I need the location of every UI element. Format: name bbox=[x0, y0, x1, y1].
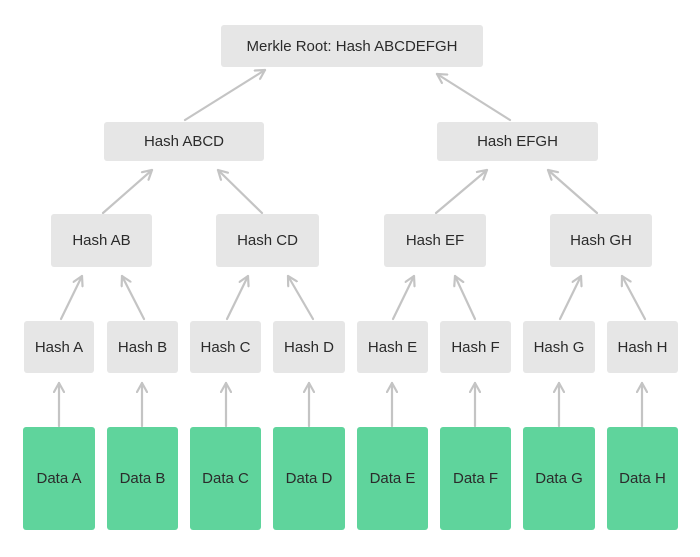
hash-c-label: Hash C bbox=[200, 338, 251, 356]
data-h-block: Data H bbox=[607, 427, 678, 530]
arrow-ab-to-abcd bbox=[101, 168, 154, 215]
arrow-gh-to-efgh bbox=[546, 168, 599, 215]
data-g-block: Data G bbox=[523, 427, 595, 530]
hash-a-label: Hash A bbox=[34, 338, 84, 356]
hash-ef-label: Hash EF bbox=[405, 232, 465, 249]
hash-efgh-node: Hash EFGH bbox=[437, 122, 598, 161]
data-e-block: Data E bbox=[357, 427, 428, 530]
data-c-label: Data C bbox=[202, 470, 249, 487]
hash-ab-node: Hash AB bbox=[51, 214, 152, 267]
data-c-block: Data C bbox=[190, 427, 261, 530]
arrow-f-to-ef bbox=[455, 274, 477, 321]
hash-g-label: Hash G bbox=[533, 338, 585, 356]
arrow-ef-to-efgh bbox=[434, 168, 489, 215]
hash-c-node: Hash C bbox=[190, 321, 261, 373]
data-b-label: Data B bbox=[119, 470, 166, 487]
arrow-e-to-ef bbox=[391, 274, 414, 321]
arrow-efgh-to-root bbox=[435, 72, 512, 122]
data-d-block: Data D bbox=[273, 427, 345, 530]
data-d-label: Data D bbox=[285, 470, 333, 487]
arrow-cd-to-abcd bbox=[216, 168, 264, 215]
hash-h-node: Hash H bbox=[607, 321, 678, 373]
data-b-block: Data B bbox=[107, 427, 178, 530]
data-f-label: Data F bbox=[452, 470, 498, 487]
arrow-h-to-gh bbox=[622, 274, 647, 321]
data-f-block: Data F bbox=[440, 427, 511, 530]
hash-a-node: Hash A bbox=[24, 321, 94, 373]
hash-efgh-label: Hash EFGH bbox=[477, 133, 558, 150]
hash-gh-node: Hash GH bbox=[550, 214, 652, 267]
hash-ab-label: Hash AB bbox=[72, 232, 131, 249]
data-a-block: Data A bbox=[23, 427, 95, 530]
arrow-c-to-cd bbox=[225, 274, 248, 321]
merkle-root-node: Merkle Root: Hash ABCDEFGH bbox=[221, 25, 483, 67]
hash-f-node: Hash F bbox=[440, 321, 511, 373]
merkle-root-label: Merkle Root: Hash ABCDEFGH bbox=[246, 37, 458, 55]
arrow-g-to-gh bbox=[558, 274, 581, 321]
hash-h-label: Hash H bbox=[617, 338, 668, 356]
hash-abcd-label: Hash ABCD bbox=[143, 133, 225, 150]
arrow-d-to-cd bbox=[286, 274, 315, 321]
hash-b-node: Hash B bbox=[107, 321, 178, 373]
hash-d-node: Hash D bbox=[273, 321, 345, 373]
hash-b-label: Hash B bbox=[117, 338, 168, 356]
data-h-label: Data H bbox=[619, 470, 666, 487]
hash-d-label: Hash D bbox=[283, 338, 335, 356]
arrow-abcd-to-root bbox=[183, 68, 267, 122]
hash-g-node: Hash G bbox=[523, 321, 595, 373]
data-g-label: Data G bbox=[535, 470, 583, 487]
arrow-b-to-ab bbox=[122, 274, 146, 321]
hash-abcd-node: Hash ABCD bbox=[104, 122, 264, 161]
data-a-label: Data A bbox=[36, 470, 82, 487]
hash-gh-label: Hash GH bbox=[570, 232, 632, 249]
hash-e-label: Hash E bbox=[367, 338, 418, 356]
arrow-a-to-ab bbox=[59, 274, 82, 321]
hash-cd-node: Hash CD bbox=[216, 214, 319, 267]
hash-e-node: Hash E bbox=[357, 321, 428, 373]
hash-ef-node: Hash EF bbox=[384, 214, 486, 267]
data-e-label: Data E bbox=[369, 470, 416, 487]
hash-cd-label: Hash CD bbox=[237, 232, 298, 249]
hash-f-label: Hash F bbox=[451, 338, 500, 356]
